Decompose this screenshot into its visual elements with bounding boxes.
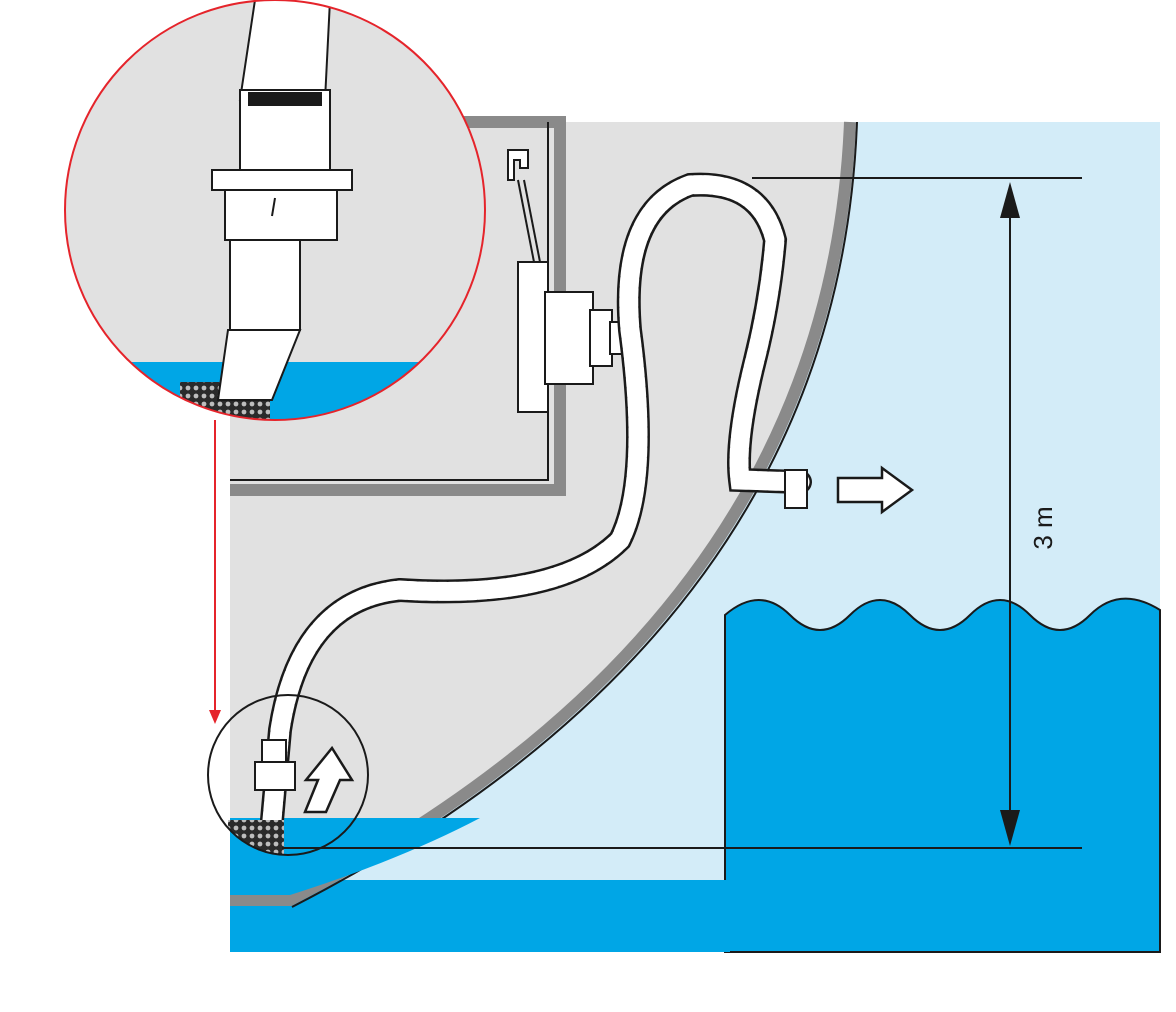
hose-icon xyxy=(260,172,812,832)
height-dimension: 3 m xyxy=(282,177,1082,849)
bilge-water xyxy=(230,818,480,895)
dimension-label: 3 m xyxy=(1028,506,1058,549)
pump-control-unit xyxy=(507,149,629,413)
intake-arrow-icon xyxy=(303,745,355,814)
outflow-arrow-icon xyxy=(836,465,915,515)
pump-inlet-detail xyxy=(207,694,369,856)
